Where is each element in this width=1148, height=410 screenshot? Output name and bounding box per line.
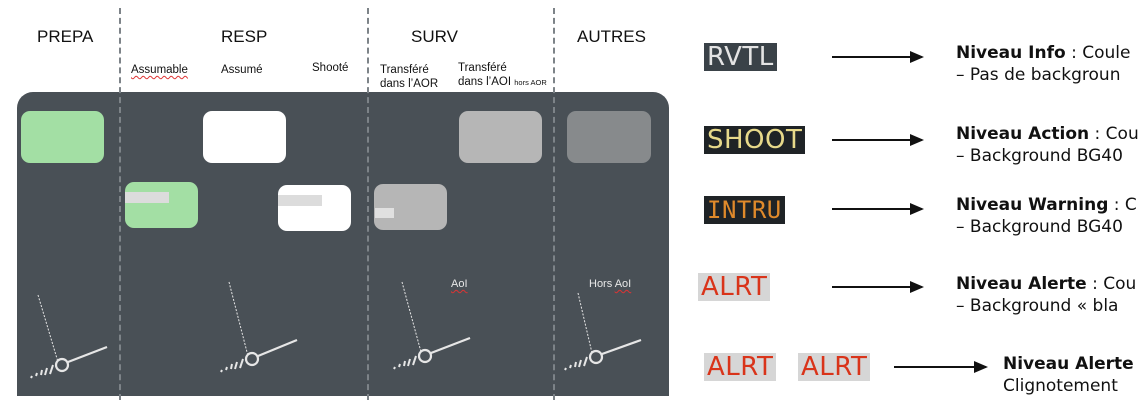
arrow-icon [832,134,924,146]
label-card-transfere-aor[interactable] [374,184,447,230]
legend-desc-line: Niveau Alerte [1003,353,1134,375]
aircraft-track-icon [220,281,298,373]
aircraft-track-icon [564,292,642,371]
legend-desc-line: Niveau Warning : C [956,194,1137,216]
sub-header-line: dans l’AOR [380,78,439,90]
hors-aoi-label: Hors AoI [589,278,631,290]
label-card-assumable[interactable] [125,182,198,228]
sub-header-transfere-aoi: Transféré dans l’AOI hors AOR [458,61,547,90]
column-title-prepa: PREPA [37,27,94,46]
arrow-icon [894,361,988,373]
legend-desc-line: Clignotement [1003,376,1118,396]
label-card-highlight-bar [375,208,394,218]
column-divider [553,8,555,400]
label-card-highlight-bar [125,192,169,203]
legend-tag-info: RVTL [704,43,777,71]
label-card-highlight-bar [278,195,322,206]
hors-aoi-word: AoI [614,278,632,290]
legend-tag-alert-blink-1: ALRT [704,353,777,381]
legend-desc-text: : Cou [1089,124,1139,144]
label-card-transfere-aoi[interactable] [459,111,542,163]
legend-desc-warning: Niveau Warning : C – Background BG40 [956,194,1137,238]
arrow-icon [832,203,924,215]
legend-desc-alert: Niveau Alerte : Cou – Background « bla [956,273,1136,317]
legend-tag-alert-blink-2: ALRT [798,353,871,381]
aircraft-track-icon [393,281,471,370]
legend-level: Niveau Action [956,124,1090,144]
label-card-shoote[interactable] [278,185,351,231]
legend-desc-text: : Coule [1065,43,1131,63]
sub-header-line: Transféré [458,62,507,74]
legend-desc-action: Niveau Action : Cou – Background BG40 [956,123,1139,167]
sub-header-line: Transféré [380,64,429,76]
sub-header-assume: Assumé [221,64,263,76]
sub-header-text: dans l’AOI [458,76,512,88]
column-title-autres: AUTRES [577,27,646,46]
aircraft-tracks [30,281,642,379]
legend-desc-alert-blink: Niveau Alerte Clignotement [1003,353,1134,397]
column-title-resp: RESP [221,27,268,46]
radar-panel [17,92,669,396]
legend-desc-line: – Background BG40 [956,146,1123,166]
legend-desc-line: – Background « bla [956,296,1119,316]
arrow-icon [832,281,924,293]
legend-level: Niveau Alerte [956,274,1087,294]
legend-desc-line: Niveau Action : Cou [956,123,1139,145]
legend-tag-action: SHOOT [704,126,806,154]
label-card-autres[interactable] [567,111,651,163]
aoi-label: AoI [451,278,468,290]
legend-desc-line: Niveau Info : Coule [956,42,1130,64]
column-divider [367,8,369,400]
legend-tag-warning: INTRU [704,196,785,224]
legend-desc-line: – Pas de backgroun [956,65,1121,85]
legend-level: Niveau Info [956,43,1066,63]
sub-header-line: dans l’AOI hors AOR [458,75,547,90]
aircraft-track-icon [30,294,108,379]
legend-tag-alert: ALRT [698,273,771,301]
legend-level: Niveau Alerte [1003,354,1134,374]
label-card-assume[interactable] [203,111,286,163]
column-title-surv: SURV [411,27,458,46]
label-card-prepa[interactable] [21,111,104,163]
sub-header-transfere-aor: Transféré dans l’AOR [380,63,438,91]
arrow-icon [832,51,924,63]
sub-header-assumable: Assumable [131,64,188,76]
legend-desc-text: : Cou [1086,274,1137,294]
hors-aoi-prefix: Hors [589,278,615,290]
sub-header-shoote: Shooté [312,62,349,74]
column-divider [119,8,121,400]
legend-desc-line: Niveau Alerte : Cou [956,273,1136,295]
legend-desc-text: : C [1108,195,1137,215]
legend-desc-info: Niveau Info : Coule – Pas de backgroun [956,42,1130,86]
legend-desc-line: – Background BG40 [956,217,1123,237]
legend-level: Niveau Warning [956,195,1109,215]
sub-header-small: hors AOR [514,78,547,87]
